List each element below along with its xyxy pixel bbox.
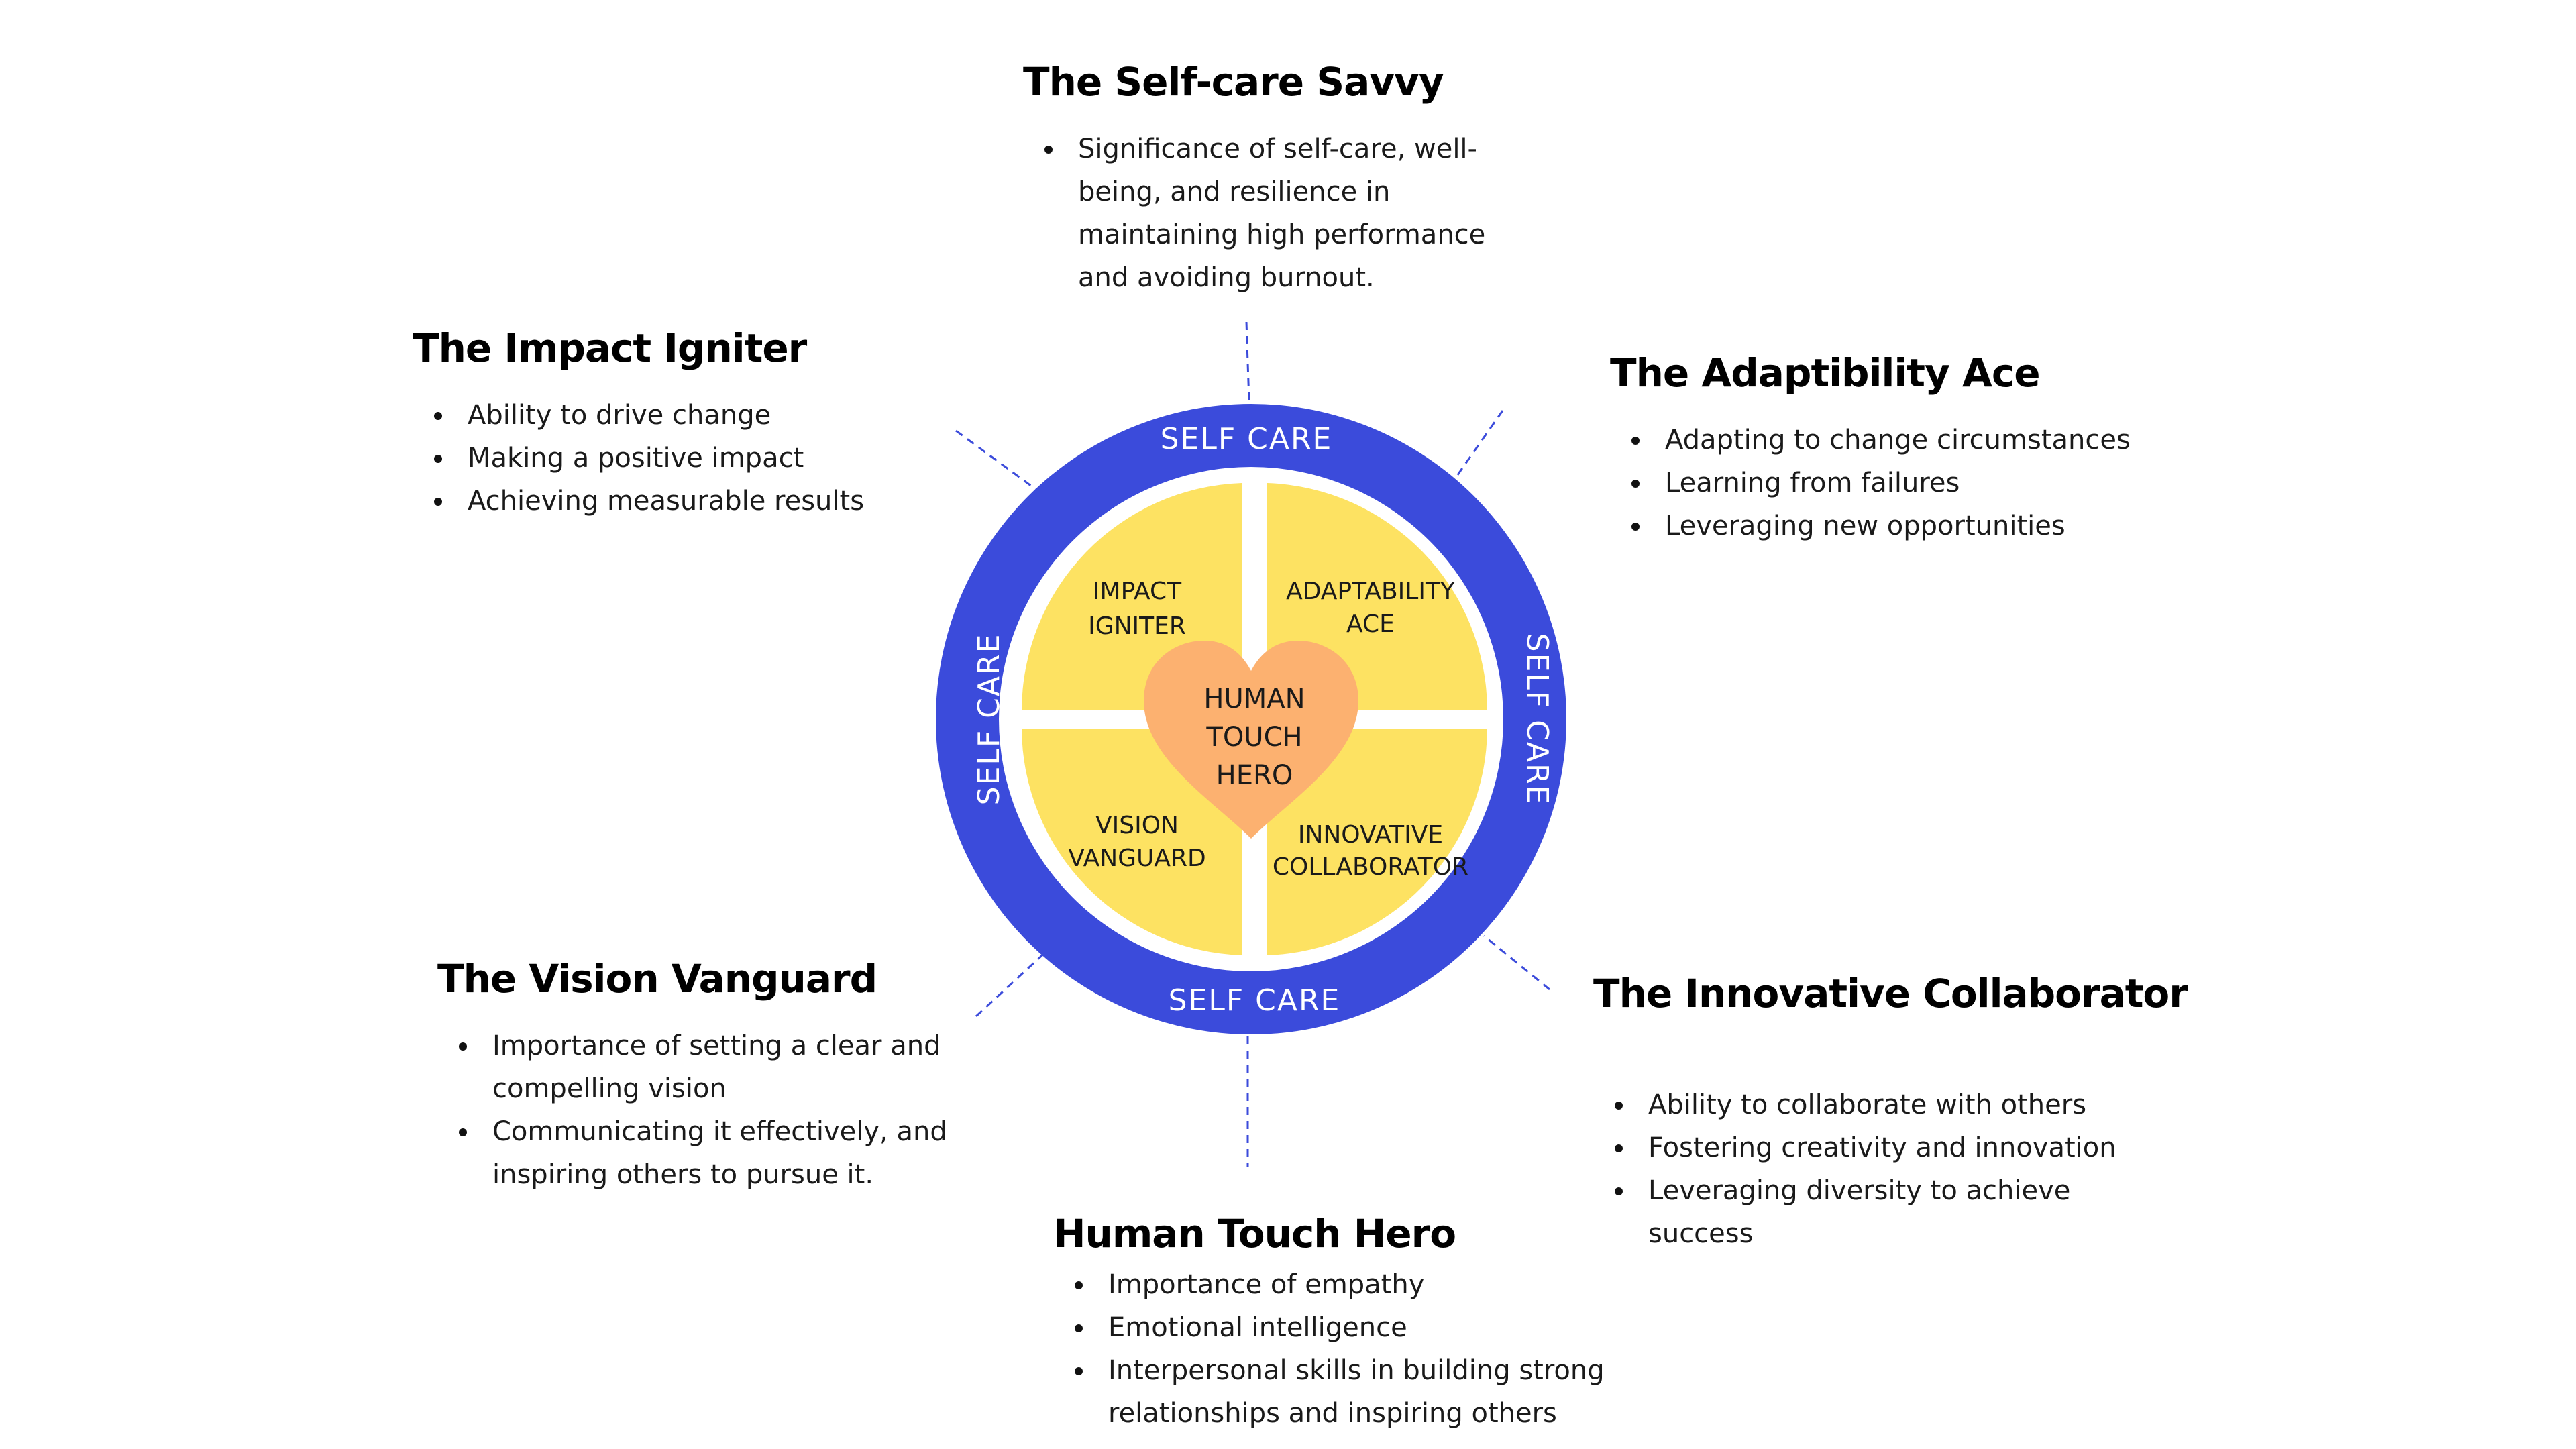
bullet-list: Ability to drive change Making a positiv… [413,394,951,523]
block-title: The Self-care Savvy [1023,59,1444,105]
bullet-list: Importance of empathy Emotional intellig… [1053,1263,1618,1435]
bullet-list: Adapting to change circumstances Learnin… [1610,419,2202,547]
block-impact-igniter: The Impact Igniter Ability to drive chan… [413,325,951,523]
bullet-item: Leveraging diversity to achieve success [1615,1169,2158,1255]
leader-line-top [1245,321,1250,403]
block-title: Human Touch Hero [1053,1211,1456,1256]
block-title: The Innovative Collaborator [1593,971,2188,1016]
quadrant-innovative-collaborator [1267,729,1487,955]
bullet-item: Learning from failures [1631,462,2202,504]
heart-shape [1144,641,1358,839]
bullet-item: Ability to collaborate with others [1615,1083,2158,1126]
block-human-touch-hero: Human Touch Hero Importance of empathy E… [1053,1211,1618,1435]
quadrant-label-vision-1: VISION [1095,812,1179,839]
ring-label-right: SELF CARE [1520,633,1554,806]
quadrant-label-innovative-1: INNOVATIVE [1298,821,1443,849]
leader-line-bottom-left [975,950,1048,1018]
bullet-item: Ability to drive change [434,394,951,437]
quadrants [1022,483,1487,955]
block-title: The Impact Igniter [413,325,807,371]
quadrant-label-innovative-2: COLLABORATOR [1273,853,1468,881]
quadrant-label-vision-2: VANGUARD [1068,845,1206,872]
bullet-item: Making a positive impact [434,437,951,480]
quadrant-label-adaptability-2: ACE [1346,610,1395,638]
quadrant-label-impact-1: IMPACT [1093,578,1182,605]
bullet-list: Significance of self-care, well-being, a… [1023,127,1507,299]
quadrant-vision-vanguard [1022,729,1242,955]
block-vision-vanguard: The Vision Vanguard Importance of settin… [437,956,1002,1196]
bullet-item: Emotional intelligence [1075,1306,1618,1349]
ring-label-left: SELF CARE [972,633,1006,806]
ring-label-top: SELF CARE [1161,422,1333,456]
heart-label-1: HUMAN [1203,684,1305,714]
bullet-list: Ability to collaborate with others Foste… [1593,1083,2158,1255]
bullet-item: Adapting to change circumstances [1631,419,2202,462]
heart-label-3: HERO [1216,760,1293,791]
block-title: The Adaptibility Ace [1610,350,2041,396]
bullet-item: Interpersonal skills in building strong … [1075,1349,1618,1435]
leader-line-bottom-right [1483,934,1550,991]
quadrant-label-impact-2: IGNITER [1088,612,1186,640]
bullet-item: Importance of setting a clear and compel… [459,1024,1002,1110]
heart-labels: HUMAN TOUCH HERO [1203,684,1305,791]
quadrant-labels: IMPACT IGNITER ADAPTABILITY ACE VISION V… [1068,578,1468,881]
leader-line-top-right [1454,410,1504,478]
bullet-list: Importance of setting a clear and compel… [437,1024,1002,1196]
ring-labels: SELF CARE SELF CARE SELF CARE SELF CARE [972,422,1554,1018]
bullet-item: Leveraging new opportunities [1631,504,2202,547]
bullet-item: Fostering creativity and innovation [1615,1126,2158,1169]
leader-lines [955,321,1550,1167]
block-self-care-savvy: The Self-care Savvy Significance of self… [1023,59,1507,299]
bullet-item: Achieving measurable results [434,480,951,523]
bullet-item: Importance of empathy [1075,1263,1618,1306]
heart-label-2: TOUCH [1205,722,1302,753]
quadrant-label-adaptability-1: ADAPTABILITY [1286,578,1456,605]
bullet-item: Communicating it effectively, and inspir… [459,1110,1002,1196]
block-adaptability-ace: The Adaptibility Ace Adapting to change … [1610,350,2202,547]
block-innovative-collaborator: The Innovative Collaborator Ability to c… [1593,971,2188,1255]
ring-label-bottom: SELF CARE [1169,983,1341,1018]
leader-line-top-left [955,429,1037,491]
block-title: The Vision Vanguard [437,956,877,1002]
bullet-item: Significance of self-care, well-being, a… [1044,127,1507,299]
